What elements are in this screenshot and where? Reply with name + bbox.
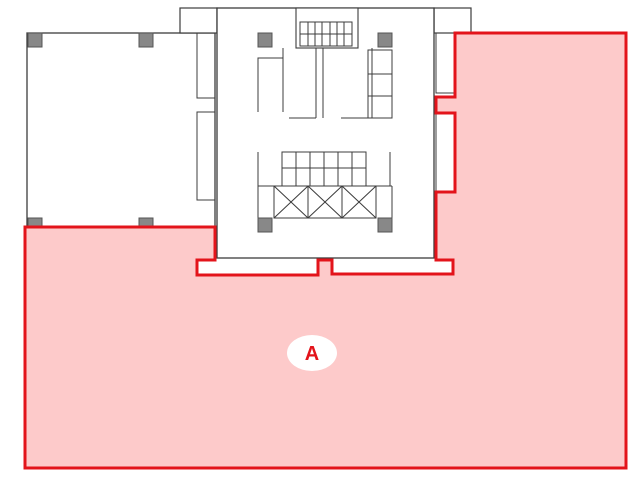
zone-label-badge: A [287, 335, 337, 371]
zone-label: A [305, 343, 319, 365]
central-core [216, 7, 455, 259]
stairs-icon [299, 21, 353, 47]
zone-a-area[interactable] [23, 31, 628, 470]
structural-column-icon [27, 32, 393, 233]
stairs-icon [257, 151, 391, 187]
elevator-shaft-icon [257, 185, 393, 232]
left-room [26, 32, 216, 229]
restroom-area [257, 48, 393, 119]
